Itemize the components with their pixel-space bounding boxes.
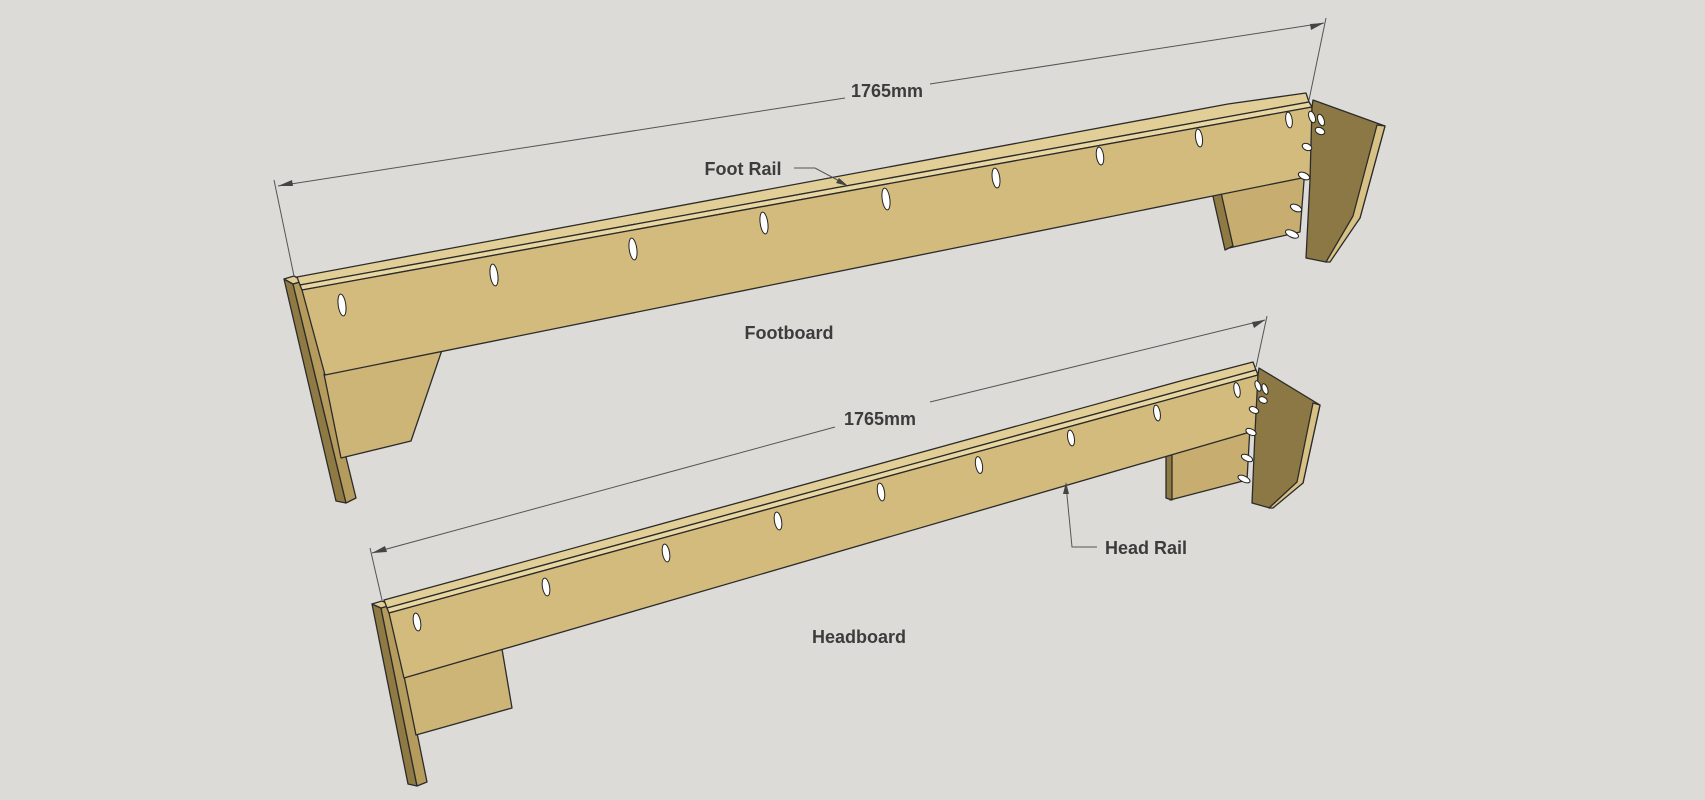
footboard-assembly [283, 92, 1386, 504]
foot-rail-leader-arrow [836, 178, 848, 186]
footboard-hole [1285, 111, 1293, 129]
headboard-hole [541, 577, 551, 597]
headboard-rail-top [386, 369, 1259, 614]
footboard-dimension-arrow-left [278, 180, 293, 186]
foot-rail-callout: Foot Rail [705, 159, 848, 186]
headboard-bracket-holes [1237, 380, 1269, 484]
footboard-dimension-arrow-right [1310, 23, 1324, 30]
headboard-hole [1240, 453, 1254, 463]
foot-rail-leader [794, 167, 846, 185]
headboard-dimension-extension-right [1255, 315, 1268, 368]
footboard-right-bracket-edge [1325, 124, 1386, 263]
headboard-dimension-extension-left [369, 547, 383, 601]
footboard-dimension-label: 1765mm [851, 81, 923, 101]
footboard-hole [1095, 146, 1105, 166]
headboard-hole [661, 543, 671, 563]
headboard-hole [1248, 406, 1260, 414]
footboard-hole [1308, 110, 1316, 124]
head-rail-leader-arrow [1063, 482, 1069, 494]
foot-rail-label: Foot Rail [705, 159, 782, 179]
footboard-hole [489, 263, 499, 287]
headboard-assembly [371, 361, 1321, 787]
footboard-hole [1317, 113, 1325, 127]
head-rail-label: Head Rail [1105, 538, 1187, 558]
footboard-rail-holes [337, 111, 1293, 317]
footboard-hole [1194, 128, 1204, 148]
headboard-hole [1254, 380, 1262, 392]
footboard-hole [881, 187, 891, 211]
headboard-dimension-arrow-left [372, 546, 387, 553]
headboard-hole [773, 511, 783, 531]
footboard-dimension-line [929, 22, 1325, 85]
footboard-hole [628, 237, 638, 261]
headboard-hole [1066, 429, 1076, 447]
headboard-top-cap [383, 361, 1257, 609]
footboard-label: Footboard [745, 323, 834, 343]
footboard-hole [759, 211, 769, 235]
headboard-hole [1153, 404, 1161, 422]
footboard-hole [1297, 171, 1311, 181]
footboard-dimension: 1765mm [273, 17, 1327, 277]
headboard-hole [1233, 382, 1241, 398]
headboard-hole [1258, 396, 1268, 404]
head-rail-callout: Head Rail [1063, 482, 1187, 558]
headboard-label: Headboard [812, 627, 906, 647]
footboard-dimension-extension-right [1308, 17, 1327, 101]
footboard-bracket-holes [1285, 110, 1326, 239]
headboard-hole [1237, 474, 1251, 484]
footboard-hole [1301, 142, 1313, 152]
footboard-hole [1285, 229, 1299, 239]
headboard-hole [1245, 427, 1257, 437]
head-rail-leader [1065, 484, 1097, 548]
headboard-dimension: 1765mm [369, 315, 1268, 601]
headboard-dimension-line [371, 426, 836, 554]
headboard-right-bracket-edge [1268, 402, 1321, 509]
headboard-hole [412, 612, 422, 632]
footboard-hole [1314, 126, 1326, 136]
headboard-dimension-arrow-right [1252, 320, 1265, 328]
headboard-dimension-label: 1765mm [844, 409, 916, 429]
headboard-hole [1261, 383, 1269, 395]
footboard-hole [337, 293, 347, 317]
footboard-hole [1289, 203, 1303, 213]
headboard-dimension-line [929, 319, 1266, 403]
headboard-hole [876, 482, 886, 502]
footboard-hole [991, 167, 1001, 189]
headboard-hole [974, 456, 984, 474]
footboard-dimension-line [277, 97, 846, 187]
footboard-dimension-extension-left [273, 179, 295, 277]
headboard-rail-holes [412, 382, 1241, 632]
